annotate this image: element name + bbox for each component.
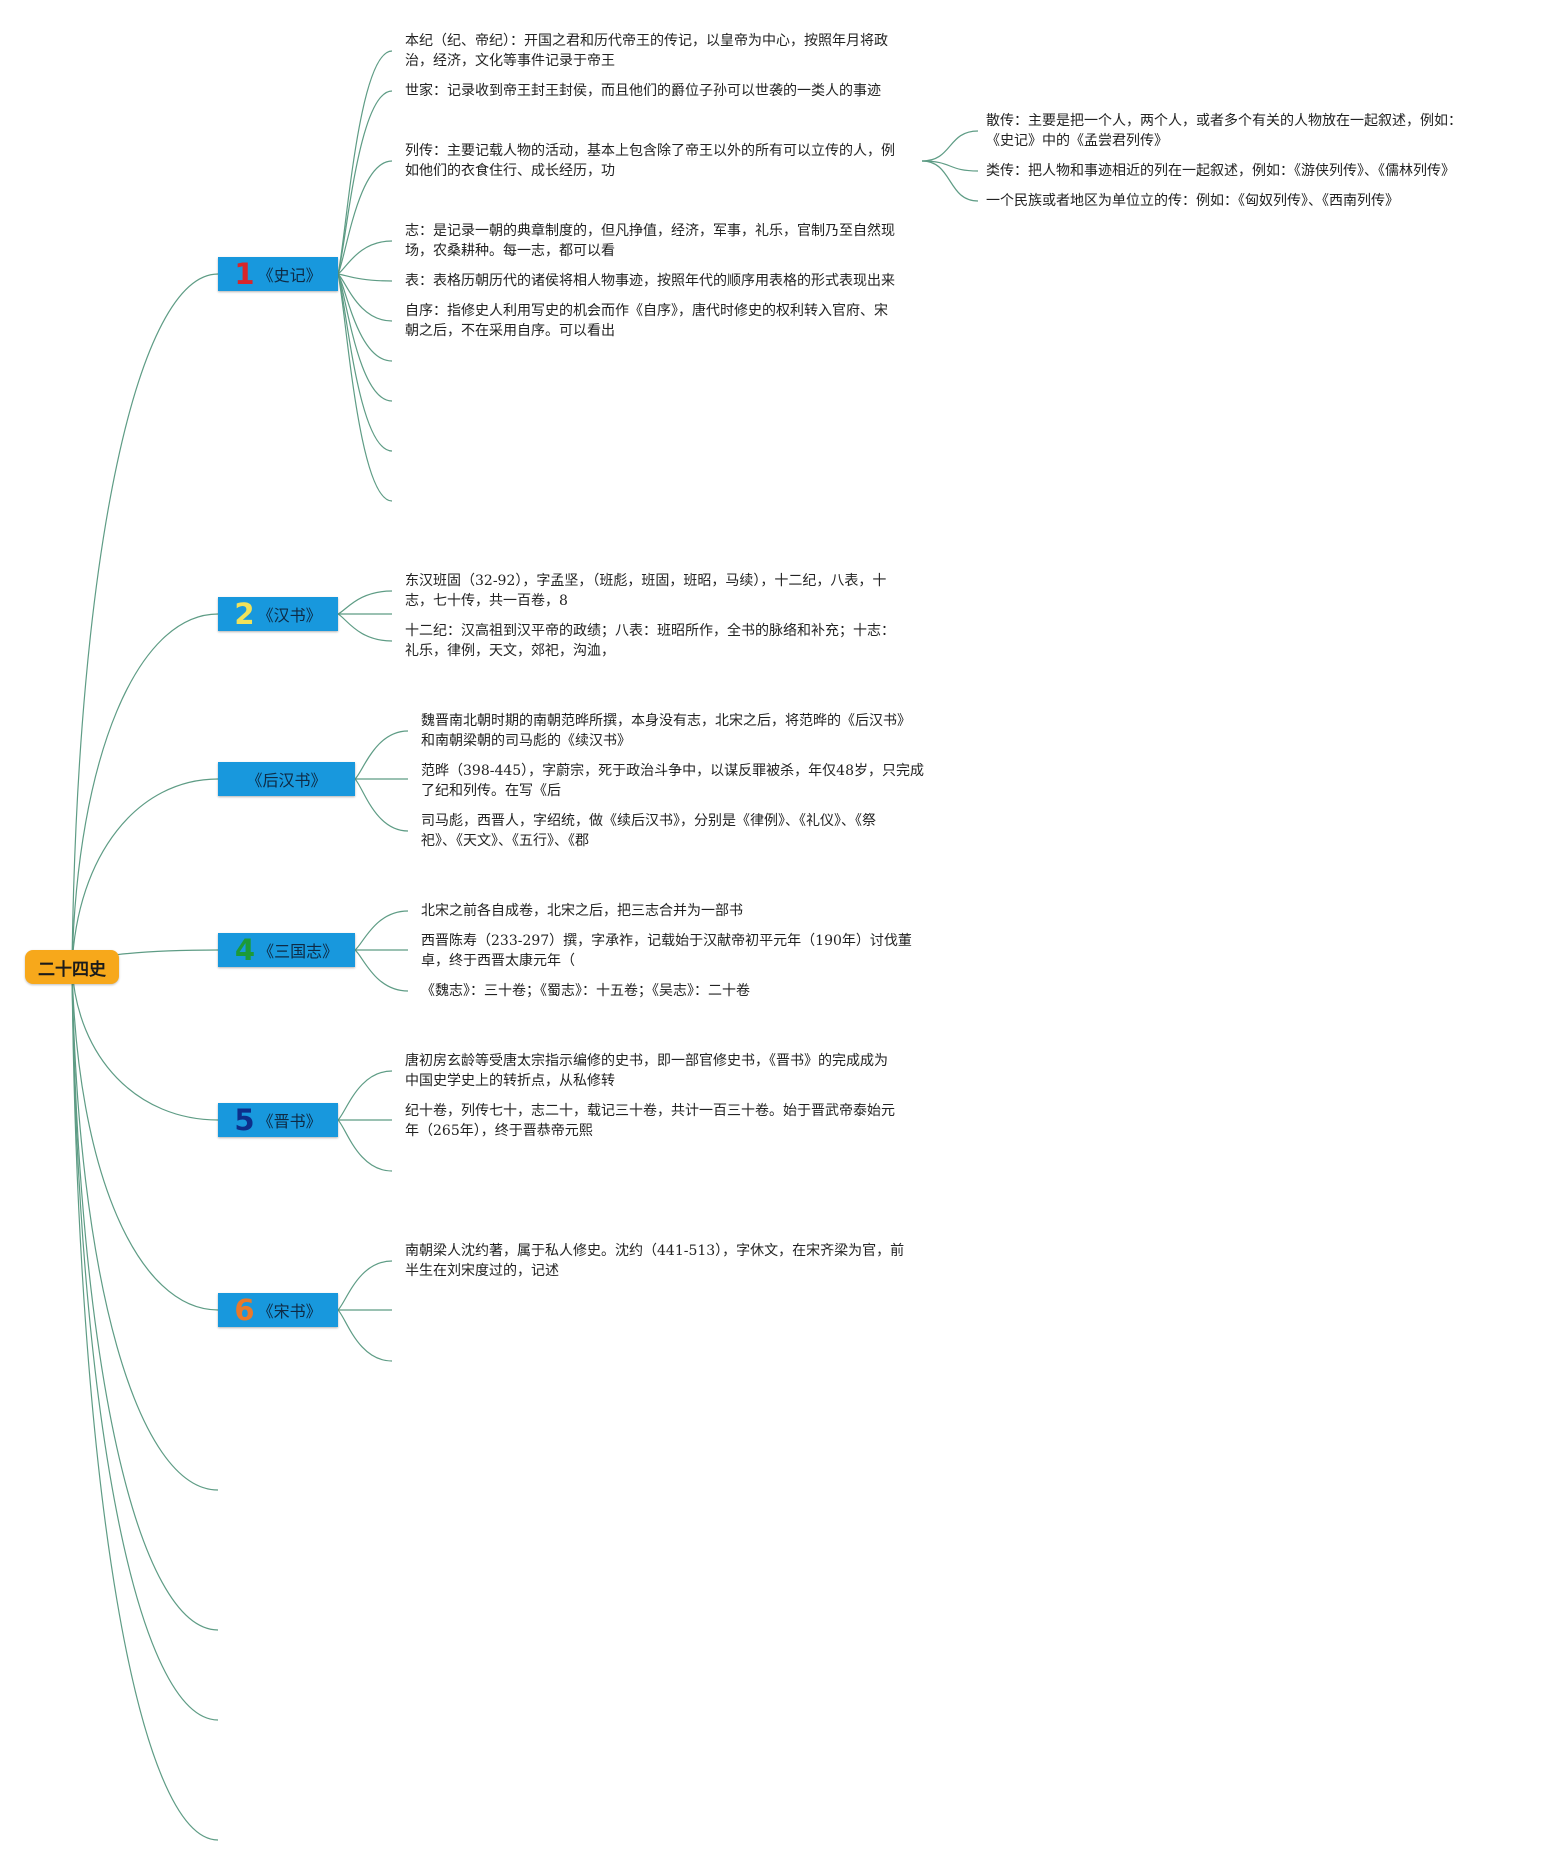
leaf-shijia[interactable]: 世家：记录收到帝王封王封侯，而且他们的爵位子孙可以世袭的一类人的事迹 [405,83,881,99]
branch-jinshu[interactable]: 5 《晋书》 [218,1103,338,1137]
shiji-connector [337,240,393,275]
songshu-connector [337,1260,393,1311]
leaf-bangu[interactable]: 东汉班固（32-92），字孟坚，（班彪，班固，班昭，马续），十二纪，八表，十 志… [405,573,887,609]
branch-label: 《后汉书》 [246,771,327,790]
branch-label: 《三国志》 [258,942,339,961]
root-connector [71,273,219,968]
jinshu-connector [337,1119,393,1172]
root-connector [71,613,219,968]
leaf-leizhuan[interactable]: 类传：把人物和事迹相近的列在一起叙述，例如：《游侠列传》、《儒林列传》 [986,163,1455,179]
number-1-icon: 1 [234,256,255,291]
leaf-zixu[interactable]: 自序：指修史人利用写史的机会而作《自序》，唐代时修史的权利转入官府、宋 朝之后，… [405,303,888,339]
liezhuan-connector [921,160,979,202]
leaf-sanzhuan[interactable]: 散传：主要是把一个人，两个人，或者多个有关的人物放在一起叙述，例如： 《史记》中… [986,113,1462,149]
leaf-simabiao[interactable]: 司马彪，西晋人，字绍统，做《续后汉书》，分别是《律例》、《礼仪》、《祭 祀》、《… [421,813,876,849]
leaf-chenshou[interactable]: 西晋陈寿（233-297）撰，字承祚，记载始于汉献帝初平元年（190年）讨伐董 … [421,933,912,969]
leaf-jishijuan[interactable]: 纪十卷，列传七十，志二十，载记三十卷，共计一百三十卷。始于晋武帝泰始元 年（26… [405,1103,895,1139]
leaf-fanye[interactable]: 范晔（398-445），字蔚宗，死于政治斗争中，以谋反罪被杀，年仅48岁，只完成… [421,763,924,799]
root-connector [71,966,219,1311]
root-connector [71,966,219,1841]
branch-shiji[interactable]: 1 《史记》 [218,257,338,291]
root-topic[interactable]: 二十四史 [25,950,119,984]
branch-label: 《宋书》 [257,1302,322,1321]
liezhuan-connector [921,130,979,162]
sanguozhi-connector [354,910,409,951]
root-connector [71,778,219,968]
branch-label: 《汉书》 [257,606,322,625]
number-4-icon: 4 [234,932,256,967]
branch-hanshu[interactable]: 2 《汉书》 [218,597,338,631]
leaf-shenyue[interactable]: 南朝梁人沈约著，属于私人修史。沈约（441-513），字休文，在宋齐梁为官，前 … [405,1243,905,1279]
leaf-minzu-zhuan[interactable]: 一个民族或者地区为单位立的传：例如：《匈奴列传》、《西南列传》 [986,193,1399,209]
hanshu-connector [337,590,393,615]
leaf-fanye-zhuan[interactable]: 魏晋南北朝时期的南朝范晔所撰，本身没有志，北宋之后，将范晔的《后汉书》 和南朝梁… [421,713,911,749]
leaf-liezhuan[interactable]: 列传：主要记载人物的活动，基本上包含除了帝王以外的所有可以立传的人，例 如他们的… [405,143,895,179]
number-5-icon: 5 [234,1102,255,1137]
jinshu-connector [337,1070,393,1121]
shiji-connector [337,90,393,275]
number-6-icon: 6 [234,1292,255,1327]
root-connector [71,966,219,1121]
branch-label: 《史记》 [257,266,322,285]
leaf-juanshu[interactable]: 《魏志》：三十卷；《蜀志》：十五卷；《吴志》：二十卷 [421,983,750,999]
shiji-connector [337,273,393,402]
root-connector [71,966,219,1491]
leaf-shierji[interactable]: 十二纪：汉高祖到汉平帝的政绩；八表：班昭所作，全书的脉络和补充；十志： 礼乐，律… [405,623,895,659]
shiji-connector [337,273,393,362]
houhanshu-connector [354,778,409,832]
root-connector [71,966,219,1631]
shiji-connector [337,273,393,282]
branch-sanguozhi[interactable]: 4 《三国志》 [218,933,355,967]
shiji-connector [337,160,393,275]
branch-label: 《晋书》 [257,1112,322,1131]
root-connector [71,966,219,1721]
songshu-connector [337,1309,393,1362]
leaf-sanzhi-hebing[interactable]: 北宋之前各自成卷，北宋之后，把三志合并为一部书 [421,903,743,919]
shiji-connector [337,273,393,452]
number-2-icon: 2 [234,596,255,631]
leaf-fangxuanling[interactable]: 唐初房玄龄等受唐太宗指示编修的史书，即一部官修史书，《晋书》的完成成为 中国史学… [405,1053,888,1089]
leaf-biao[interactable]: 表：表格历朝历代的诸侯将相人物事迹，按照年代的顺序用表格的形式表现出来 [405,273,895,289]
leaf-zhi[interactable]: 志：是记录一朝的典章制度的，但凡挣值，经济，军事，礼乐，官制乃至自然现 场，农桑… [405,223,895,259]
shiji-connector [337,273,393,502]
sanguozhi-connector [354,949,409,992]
leaf-benji[interactable]: 本纪（纪、帝纪）：开国之君和历代帝王的传记，以皇帝为中心，按照年月将政 治，经济… [405,33,888,69]
branch-houhanshu[interactable]: 《后汉书》 [218,762,355,796]
houhanshu-connector [354,730,409,780]
shiji-connector [337,273,393,322]
branch-songshu[interactable]: 6 《宋书》 [218,1293,338,1327]
hanshu-connector [337,613,393,642]
liezhuan-connector [921,160,979,172]
